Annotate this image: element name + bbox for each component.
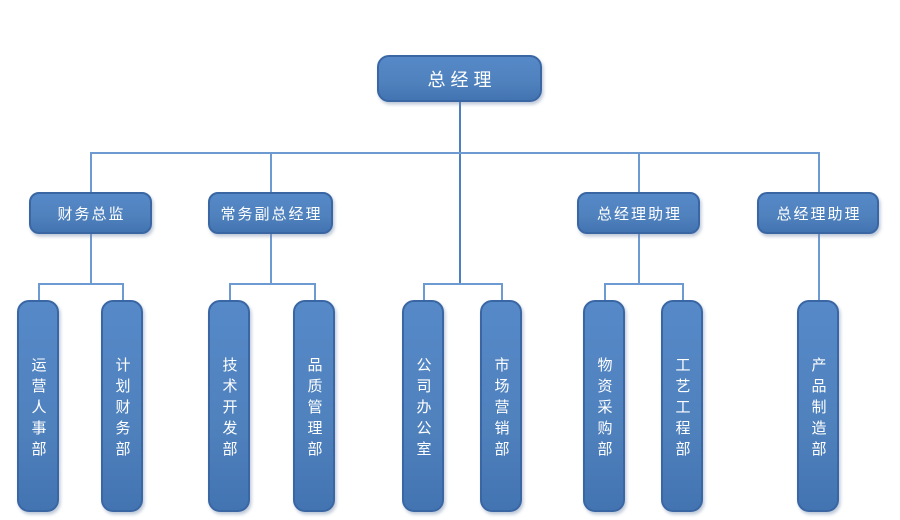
- node-label: 常务副总经理: [220, 206, 323, 223]
- connector-drop-d4: [314, 283, 316, 300]
- connector-drop-m2: [270, 152, 272, 192]
- connector-rail-d: [604, 283, 682, 285]
- org-node-gm-assistant-2[interactable]: 总经理助理: [757, 192, 879, 234]
- node-label: 公司办公室: [414, 356, 431, 462]
- connector-drop-m1: [90, 152, 92, 192]
- org-node-quality-management-dept[interactable]: 品质管理部: [293, 300, 335, 512]
- connector-drop-d2: [122, 283, 124, 300]
- connector-rail-c: [423, 283, 501, 285]
- org-node-operations-hr-dept[interactable]: 运营人事部: [17, 300, 59, 512]
- connector-drop-d1: [38, 283, 40, 300]
- org-node-planning-finance-dept[interactable]: 计划财务部: [101, 300, 143, 512]
- org-node-process-engineering-dept[interactable]: 工艺工程部: [661, 300, 703, 512]
- node-label: 技术开发部: [220, 356, 237, 462]
- connector-drop-m4: [818, 152, 820, 192]
- connector-drop-d3: [229, 283, 231, 300]
- org-node-material-procurement-dept[interactable]: 物资采购部: [583, 300, 625, 512]
- node-label: 总经理: [427, 69, 497, 90]
- node-label: 产品制造部: [809, 356, 826, 462]
- connector-riser-m3: [638, 234, 640, 283]
- org-node-finance-director[interactable]: 财务总监: [29, 192, 152, 234]
- org-node-company-office[interactable]: 公司办公室: [402, 300, 444, 512]
- connector-drop-d5: [423, 283, 425, 300]
- org-node-general-manager[interactable]: 总经理: [377, 55, 542, 102]
- node-label: 运营人事部: [29, 356, 46, 462]
- node-label: 工艺工程部: [673, 356, 690, 462]
- connector-rail-b: [229, 283, 314, 285]
- org-node-marketing-dept[interactable]: 市场营销部: [480, 300, 522, 512]
- connector-trunk: [459, 101, 461, 283]
- node-label: 品质管理部: [305, 356, 322, 462]
- org-node-technology-development-dept[interactable]: 技术开发部: [208, 300, 250, 512]
- connector-riser-m1: [90, 234, 92, 283]
- node-label: 总经理助理: [776, 206, 862, 223]
- node-label: 计划财务部: [113, 356, 130, 462]
- node-label: 物资采购部: [595, 356, 612, 462]
- connector-riser-m2: [270, 234, 272, 283]
- connector-l2-rail: [90, 152, 818, 154]
- connector-m4-d9: [818, 234, 820, 300]
- org-node-executive-deputy-gm[interactable]: 常务副总经理: [208, 192, 333, 234]
- connector-drop-d6: [501, 283, 503, 300]
- org-node-product-manufacturing-dept[interactable]: 产品制造部: [797, 300, 839, 512]
- node-label: 总经理助理: [596, 206, 682, 223]
- node-label: 市场营销部: [492, 356, 509, 462]
- connector-drop-d8: [682, 283, 684, 300]
- connector-drop-d7: [604, 283, 606, 300]
- node-label: 财务总监: [57, 206, 126, 223]
- org-node-gm-assistant-1[interactable]: 总经理助理: [577, 192, 700, 234]
- connector-rail-a: [38, 283, 122, 285]
- connector-drop-m3: [638, 152, 640, 192]
